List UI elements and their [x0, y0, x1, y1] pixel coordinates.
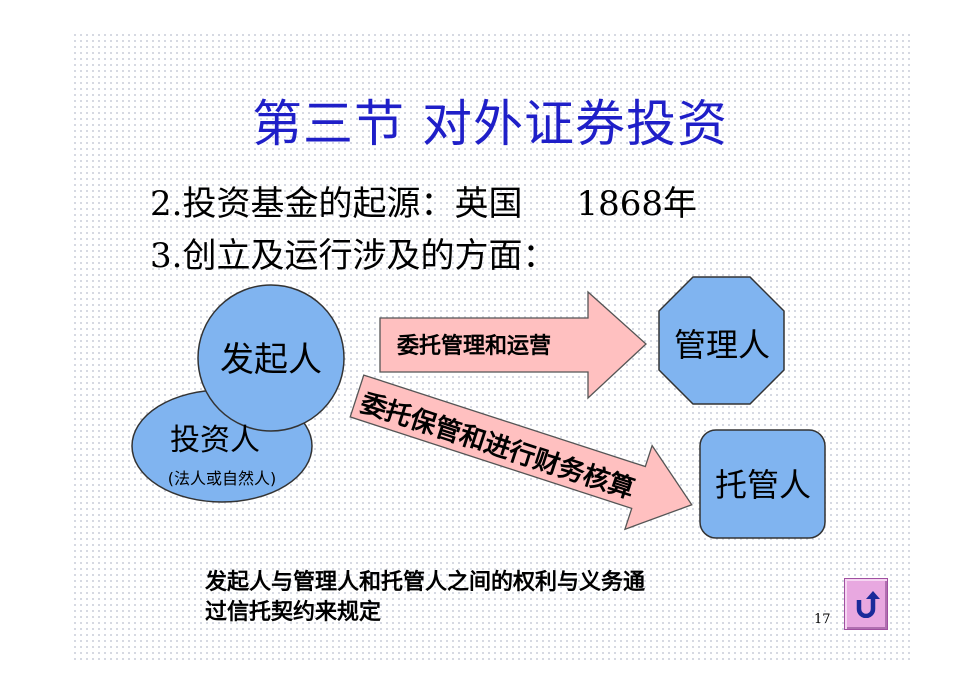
investor-label: 投资人	[170, 423, 260, 458]
origin-line: 2.投资基金的起源：英国 1868年	[150, 184, 698, 224]
manager-octagon	[658, 276, 785, 405]
back-button[interactable]	[844, 578, 888, 630]
investor-note: (法人或自然人)	[168, 469, 277, 488]
manage-arrow-label: 委托管理和运营	[397, 333, 551, 359]
custodian-label: 托管人	[715, 466, 811, 504]
trust-contract-note: 发起人与管理人和托管人之间的权利与义务通 过信托契约来规定	[205, 568, 805, 628]
aspects-line: 3.创立及运行涉及的方面：	[150, 236, 557, 276]
manager-label: 管理人	[674, 326, 770, 364]
slide-title: 第三节 对外证券投资	[252, 95, 728, 153]
custody-arrow-label: 委托保管和进行财务核算	[357, 387, 639, 505]
u-turn-arrow-icon	[856, 591, 880, 618]
page-number: 17	[814, 612, 831, 627]
custodian-box	[699, 429, 826, 539]
sponsor-circle	[197, 284, 345, 432]
manage-arrow	[379, 290, 647, 400]
trust-contract-note-line1: 发起人与管理人和托管人之间的权利与义务通	[205, 570, 646, 595]
custody-arrow: 委托保管和进行财务核算	[349, 374, 693, 531]
sponsor-label: 发起人	[220, 340, 322, 380]
trust-contract-note-line2: 过信托契约来规定	[205, 600, 382, 625]
